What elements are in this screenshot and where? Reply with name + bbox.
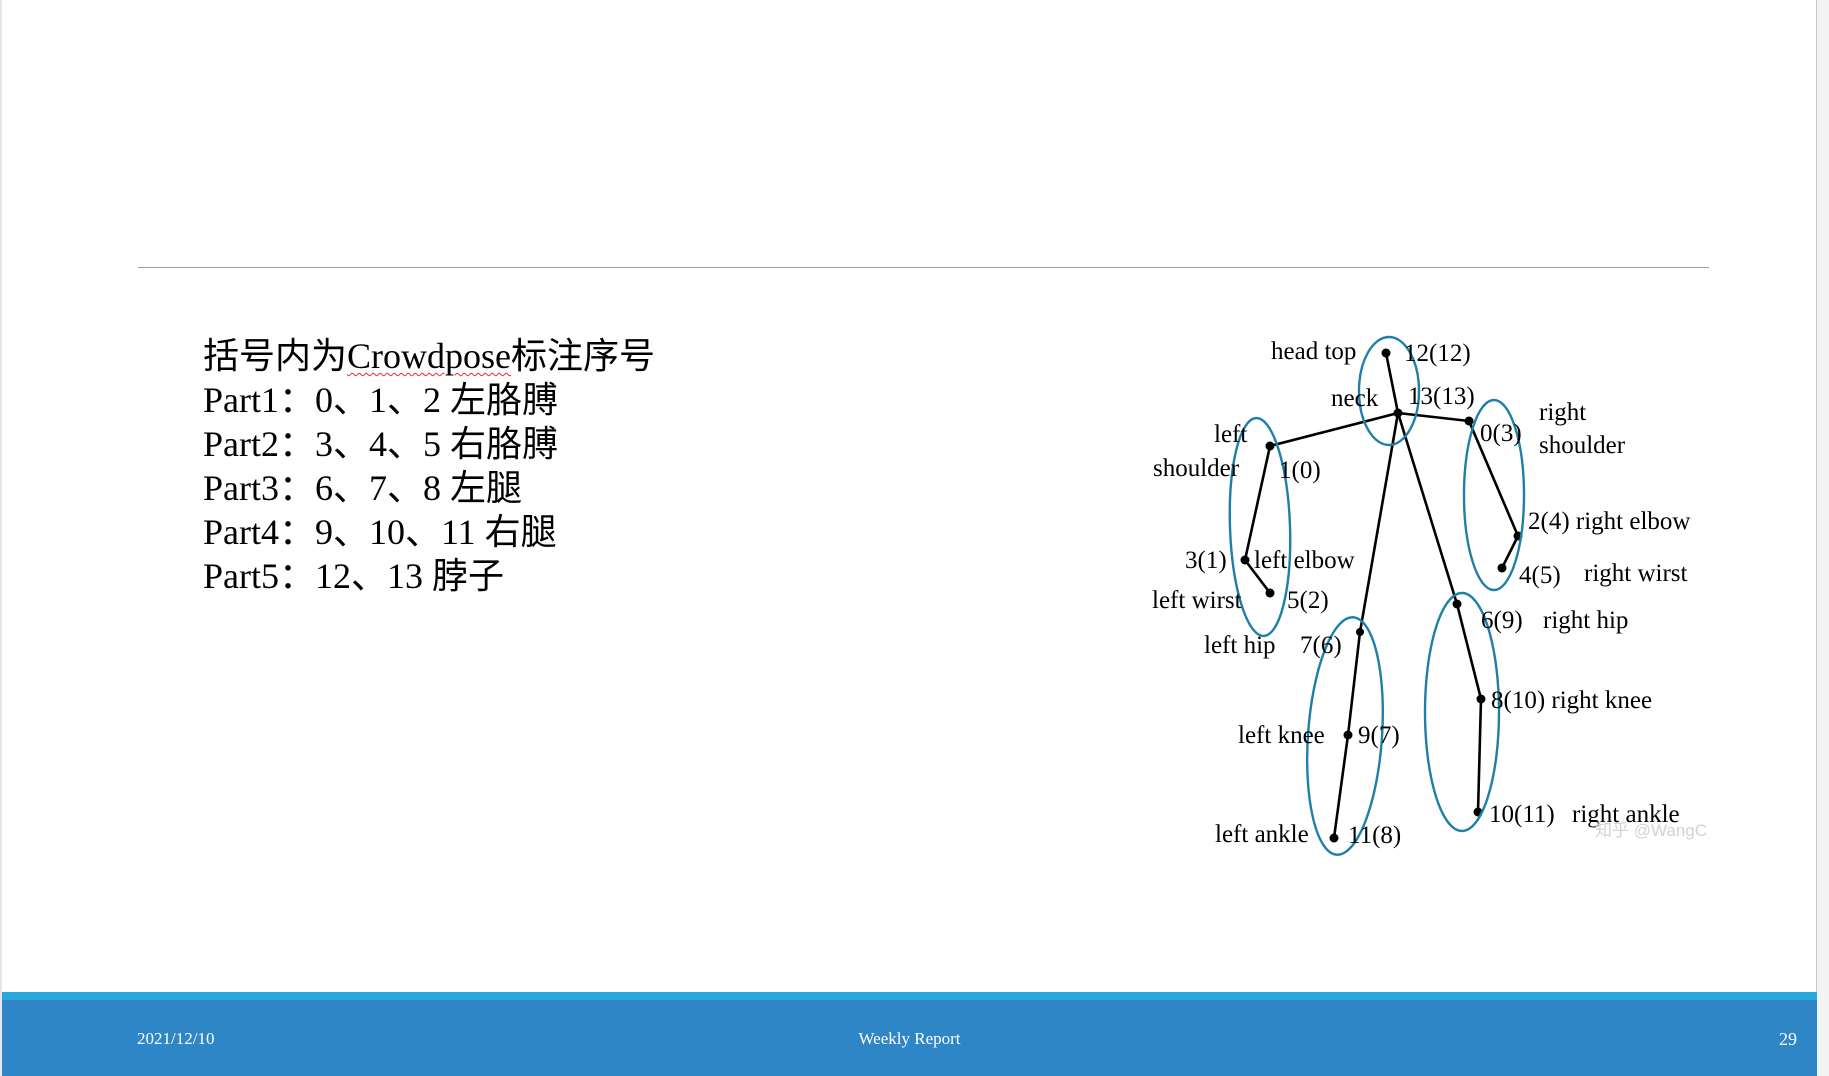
label-left-shoulder-1: left [1214, 421, 1247, 448]
title-prefix: 括号内为 [203, 336, 348, 376]
group-ellipse-left-leg [1305, 616, 1385, 856]
skeleton-bones [1243, 351, 1520, 840]
label-left-hip: left hip [1204, 632, 1276, 659]
label-left-wrist: left wirst [1152, 587, 1242, 614]
joint-head-top [1381, 348, 1391, 358]
joint-left-elbow [1240, 555, 1250, 565]
slide-left-edge [0, 0, 2, 1076]
title-line: 括号内为Crowdpose标注序号 [203, 334, 655, 378]
label-right-hip-idx: 6(9) [1481, 607, 1523, 634]
footer-page-number: 29 [1779, 1029, 1797, 1049]
label-left-hip-idx: 7(6) [1300, 632, 1342, 659]
scrollbar-track[interactable] [1816, 0, 1829, 1076]
label-left-shoulder-idx: 1(0) [1279, 457, 1321, 484]
part4-line: Part4：9、10、11 右腿 [203, 512, 557, 552]
bone-left-upper-arm [1243, 444, 1272, 562]
joint-right-shoulder [1464, 416, 1474, 426]
part1-line: Part1：0、1、2 左胳膊 [203, 380, 558, 420]
bone-head-neck [1384, 351, 1400, 415]
title-divider-line [138, 267, 1709, 268]
joint-neck [1393, 408, 1403, 418]
label-neck-idx: 13(13) [1408, 383, 1475, 410]
joint-right-knee [1476, 694, 1486, 704]
label-right-shoulder-idx: 0(3) [1480, 420, 1522, 447]
footer-accent-stripe [2, 992, 1817, 1000]
group-ellipse-right-leg [1423, 591, 1501, 833]
watermark: 知乎 @WangC [1595, 821, 1707, 840]
bone-right-forearm [1500, 534, 1520, 570]
label-head-top: head top [1271, 338, 1356, 365]
group-ellipse-neck [1357, 335, 1421, 447]
part-group-ellipses [1228, 335, 1526, 856]
label-neck: neck [1331, 385, 1379, 412]
label-right-ankle: right ankle [1572, 801, 1680, 828]
joint-right-wrist [1497, 563, 1507, 573]
bone-left-forearm [1243, 558, 1272, 595]
label-left-elbow-idx: 3(1) [1185, 547, 1227, 574]
bone-neck-left-shoulder [1268, 411, 1400, 448]
joint-right-hip [1452, 599, 1462, 609]
footer-date: 2021/12/10 [137, 1029, 215, 1048]
bone-neck-right-shoulder [1396, 411, 1471, 423]
label-right-shoulder-1: right [1539, 399, 1586, 426]
group-ellipse-right-arm [1462, 398, 1526, 592]
joint-left-ankle [1329, 833, 1339, 843]
label-right-hip: right hip [1543, 607, 1628, 634]
joint-left-hip [1356, 628, 1364, 636]
group-ellipse-left-arm [1228, 416, 1292, 638]
footer-title: Weekly Report [858, 1029, 961, 1048]
part2-line: Part2：3、4、5 右胳膊 [203, 424, 558, 464]
bone-left-shin [1332, 733, 1350, 840]
bone-right-thigh [1455, 602, 1483, 701]
joint-left-knee [1343, 730, 1353, 740]
joint-left-shoulder [1265, 441, 1275, 451]
label-right-wrist-idx: 4(5) [1519, 562, 1561, 589]
label-left-ankle-idx: 11(8) [1348, 822, 1401, 849]
bone-left-thigh [1346, 630, 1362, 737]
label-right-ankle-idx: 10(11) [1489, 801, 1555, 828]
bone-neck-left-hip [1358, 411, 1400, 634]
label-left-wrist-idx: 5(2) [1287, 587, 1329, 614]
label-right-knee: 8(10) right knee [1491, 687, 1652, 714]
skeleton-joints [1240, 348, 1523, 843]
spellcheck-word-crowdpose: Crowdpose [347, 336, 512, 376]
label-left-knee: left knee [1238, 722, 1325, 749]
bone-right-upper-arm [1467, 419, 1520, 538]
label-right-wrist: right wirst [1584, 560, 1688, 587]
part5-line: Part5：12、13 脖子 [203, 556, 504, 596]
part3-line: Part3：6、7、8 左腿 [203, 468, 522, 508]
body-text[interactable]: 括号内为Crowdpose标注序号 Part1：0、1、2 左胳膊 Part2：… [203, 334, 655, 598]
title-suffix: 标注序号 [511, 336, 656, 376]
label-head-top-idx: 12(12) [1404, 340, 1471, 367]
bone-neck-right-hip [1396, 411, 1459, 606]
bone-right-shin [1476, 697, 1483, 814]
label-left-ankle: left ankle [1215, 821, 1309, 848]
label-left-knee-idx: 9(7) [1358, 722, 1400, 749]
label-left-shoulder-2: shoulder [1153, 455, 1240, 482]
label-right-shoulder-2: shoulder [1539, 432, 1626, 459]
slide-footer: 2021/12/10 Weekly Report 29 [2, 1000, 1817, 1076]
label-left-elbow: left elbow [1254, 547, 1355, 574]
label-right-elbow: 2(4) right elbow [1528, 508, 1690, 535]
joint-left-wrist [1265, 588, 1275, 598]
keypoint-labels: head top 12(12) neck 13(13) left shoulde… [1152, 338, 1690, 849]
